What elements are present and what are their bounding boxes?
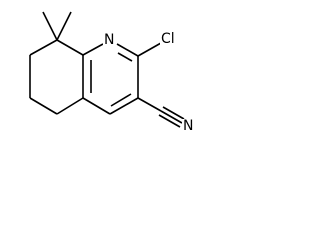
ring-nitrogen-label: N xyxy=(103,32,116,48)
bond-c8-methyl-right xyxy=(56,11,72,41)
bond-c8a-c8 xyxy=(56,39,84,56)
structure-canvas: N Cl N xyxy=(0,0,220,146)
nitrile-nitrogen-label: N xyxy=(182,118,195,134)
bond-c4-c4a xyxy=(82,97,111,115)
bond-c8-c7 xyxy=(29,39,58,56)
bond-cn-triple-a xyxy=(160,110,183,124)
bond-c2-cl xyxy=(137,42,162,57)
bond-cn-triple-c xyxy=(158,114,181,128)
bond-c3-cn xyxy=(137,97,162,112)
bond-c8-methyl-left xyxy=(42,11,58,41)
bond-c6-c5 xyxy=(29,97,58,115)
structure-drawing xyxy=(29,11,185,128)
bond-c3-c4-inner xyxy=(110,93,132,107)
bond-c8a-n1 xyxy=(82,43,104,56)
bond-cn-triple-b xyxy=(162,106,185,120)
bond-n1-c2 xyxy=(116,43,139,57)
bond-c5-c4a xyxy=(56,97,84,115)
chlorine-label: Cl xyxy=(160,31,176,47)
bond-c3-c4 xyxy=(109,97,139,115)
bond-n1-c2-inner xyxy=(117,52,133,62)
